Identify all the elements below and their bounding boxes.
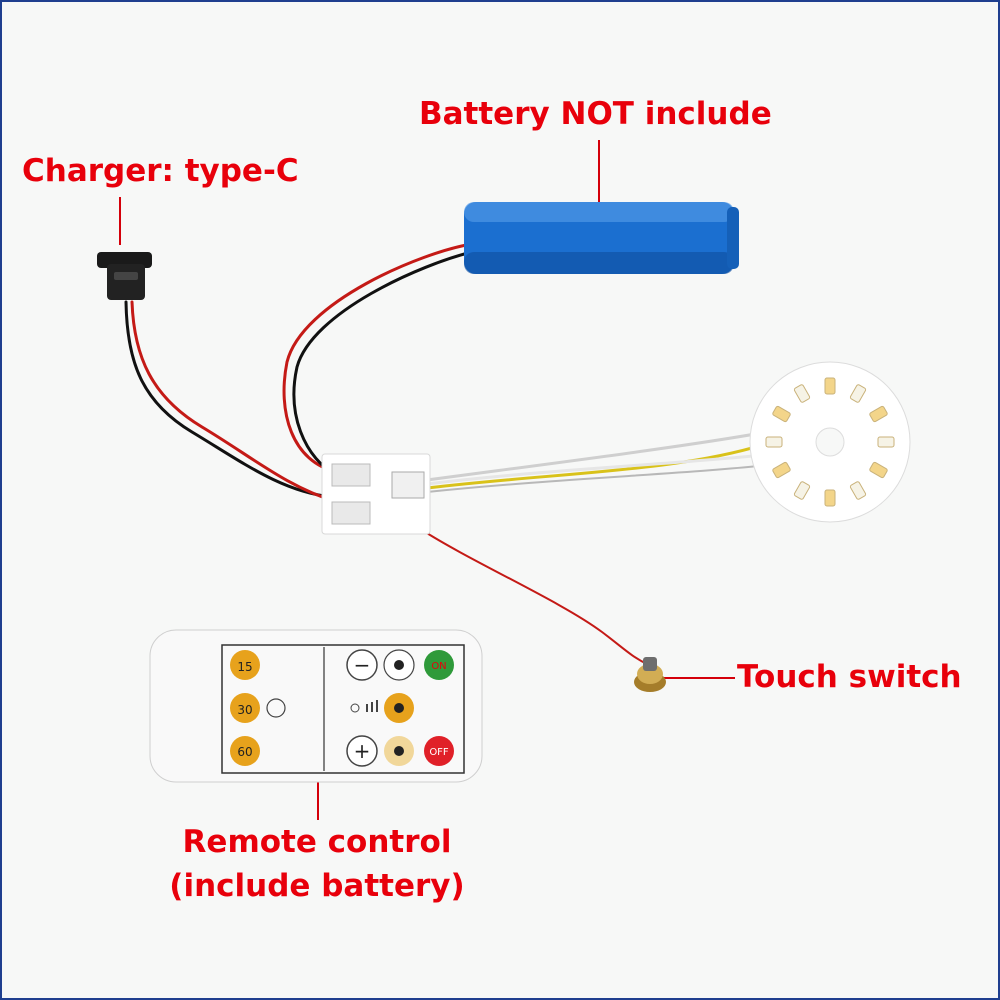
type-c-charger-port <box>97 252 152 300</box>
led-chip <box>793 481 811 500</box>
timer-key-60: 60 <box>230 736 260 766</box>
led-chip <box>772 461 791 479</box>
timer-key-60-label: 60 <box>237 745 252 759</box>
led-chip <box>772 405 791 423</box>
remote-label-line-1: Remote control <box>182 824 452 860</box>
touch-switch-label: Touch switch <box>737 659 962 695</box>
controller-board <box>321 453 431 535</box>
led-chip <box>824 489 836 507</box>
cool-light-key <box>383 649 415 681</box>
charger-label: Charger: type-C <box>22 153 299 189</box>
battery-label: Battery NOT include <box>419 96 772 132</box>
plus-key-label: + <box>354 739 371 763</box>
led-chip <box>765 436 783 448</box>
neutral-light-key <box>384 736 414 766</box>
led-disc <box>749 361 911 523</box>
timer-key-30-label: 30 <box>237 703 252 717</box>
led-chip <box>793 384 811 403</box>
led-chip <box>849 384 867 403</box>
brightness-icon <box>350 700 378 713</box>
off-key: OFF <box>424 736 454 766</box>
timer-key-15-label: 15 <box>237 660 252 674</box>
led-chip <box>869 461 888 479</box>
wires <box>124 242 778 665</box>
plus-key: + <box>346 735 378 767</box>
clock-icon <box>266 698 286 718</box>
led-chip <box>849 481 867 500</box>
warm-light-key <box>384 693 414 723</box>
touch-switch <box>634 657 666 692</box>
remote-control-label: Remote control (include battery) <box>162 820 472 908</box>
battery <box>464 202 739 274</box>
timer-key-30: 30 <box>230 693 260 723</box>
off-key-label: OFF <box>429 747 449 758</box>
minus-key-label: − <box>354 653 371 677</box>
on-key-label: ON <box>431 661 446 672</box>
timer-key-15: 15 <box>230 650 260 680</box>
on-key: ON <box>424 650 454 680</box>
remote-label-line-2: (include battery) <box>169 868 465 904</box>
led-chip <box>824 377 836 395</box>
led-chip <box>877 436 895 448</box>
minus-key: − <box>346 649 378 681</box>
led-chip <box>869 405 888 423</box>
